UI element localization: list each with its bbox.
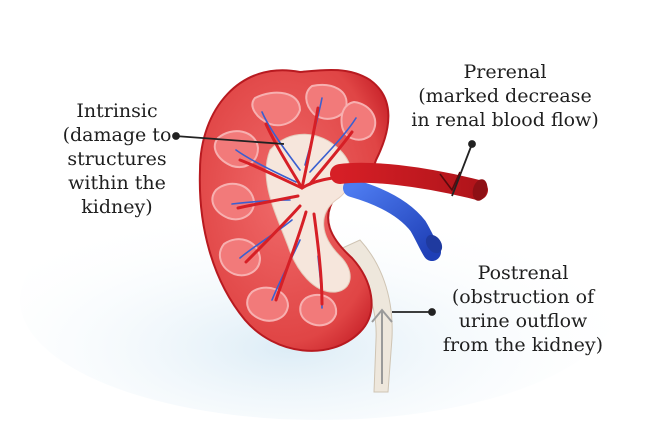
intrinsic-leader-line <box>174 135 285 145</box>
intrinsic-label: Intrinsic (damage to structures within t… <box>56 99 178 219</box>
prerenal-label-line-3: in renal blood flow) <box>411 109 599 131</box>
intrinsic-label-line-1: Intrinsic <box>76 100 158 122</box>
renal-artery-lumen <box>472 179 488 201</box>
prerenal-label-line-1: Prerenal <box>463 61 547 83</box>
renal-vein-lumen <box>425 234 443 254</box>
postrenal-label: Postrenal (obstruction of urine outflow … <box>428 261 618 357</box>
pyramid-8 <box>299 293 338 327</box>
renal-artery <box>330 162 488 200</box>
postrenal-label-line-3: urine outflow <box>458 310 588 332</box>
prerenal-leader-dot <box>468 140 476 148</box>
intrinsic-leader-dot <box>172 132 180 140</box>
prerenal-label: Prerenal (marked decrease in renal blood… <box>400 60 610 132</box>
prerenal-arrow-icon <box>439 171 461 192</box>
pyramid-7 <box>246 286 290 322</box>
pyramid-5 <box>211 182 256 221</box>
postrenal-arrow-icon <box>371 308 393 384</box>
pyramid-3 <box>340 100 377 141</box>
postrenal-label-line-4: from the kidney) <box>442 334 604 356</box>
prerenal-leader-line <box>451 143 473 197</box>
intrinsic-label-line-3: structures <box>67 148 167 170</box>
postrenal-label-line-2: (obstruction of <box>451 286 595 308</box>
prerenal-label-line-2: (marked decrease <box>418 85 592 107</box>
intrinsic-label-line-4: within the <box>68 172 166 194</box>
postrenal-label-line-1: Postrenal <box>477 262 569 284</box>
intrinsic-label-line-2: (damage to <box>62 124 172 146</box>
intrinsic-label-line-5: kidney) <box>81 196 153 218</box>
leader-lines <box>172 132 476 316</box>
postrenal-leader-dot <box>428 308 436 316</box>
